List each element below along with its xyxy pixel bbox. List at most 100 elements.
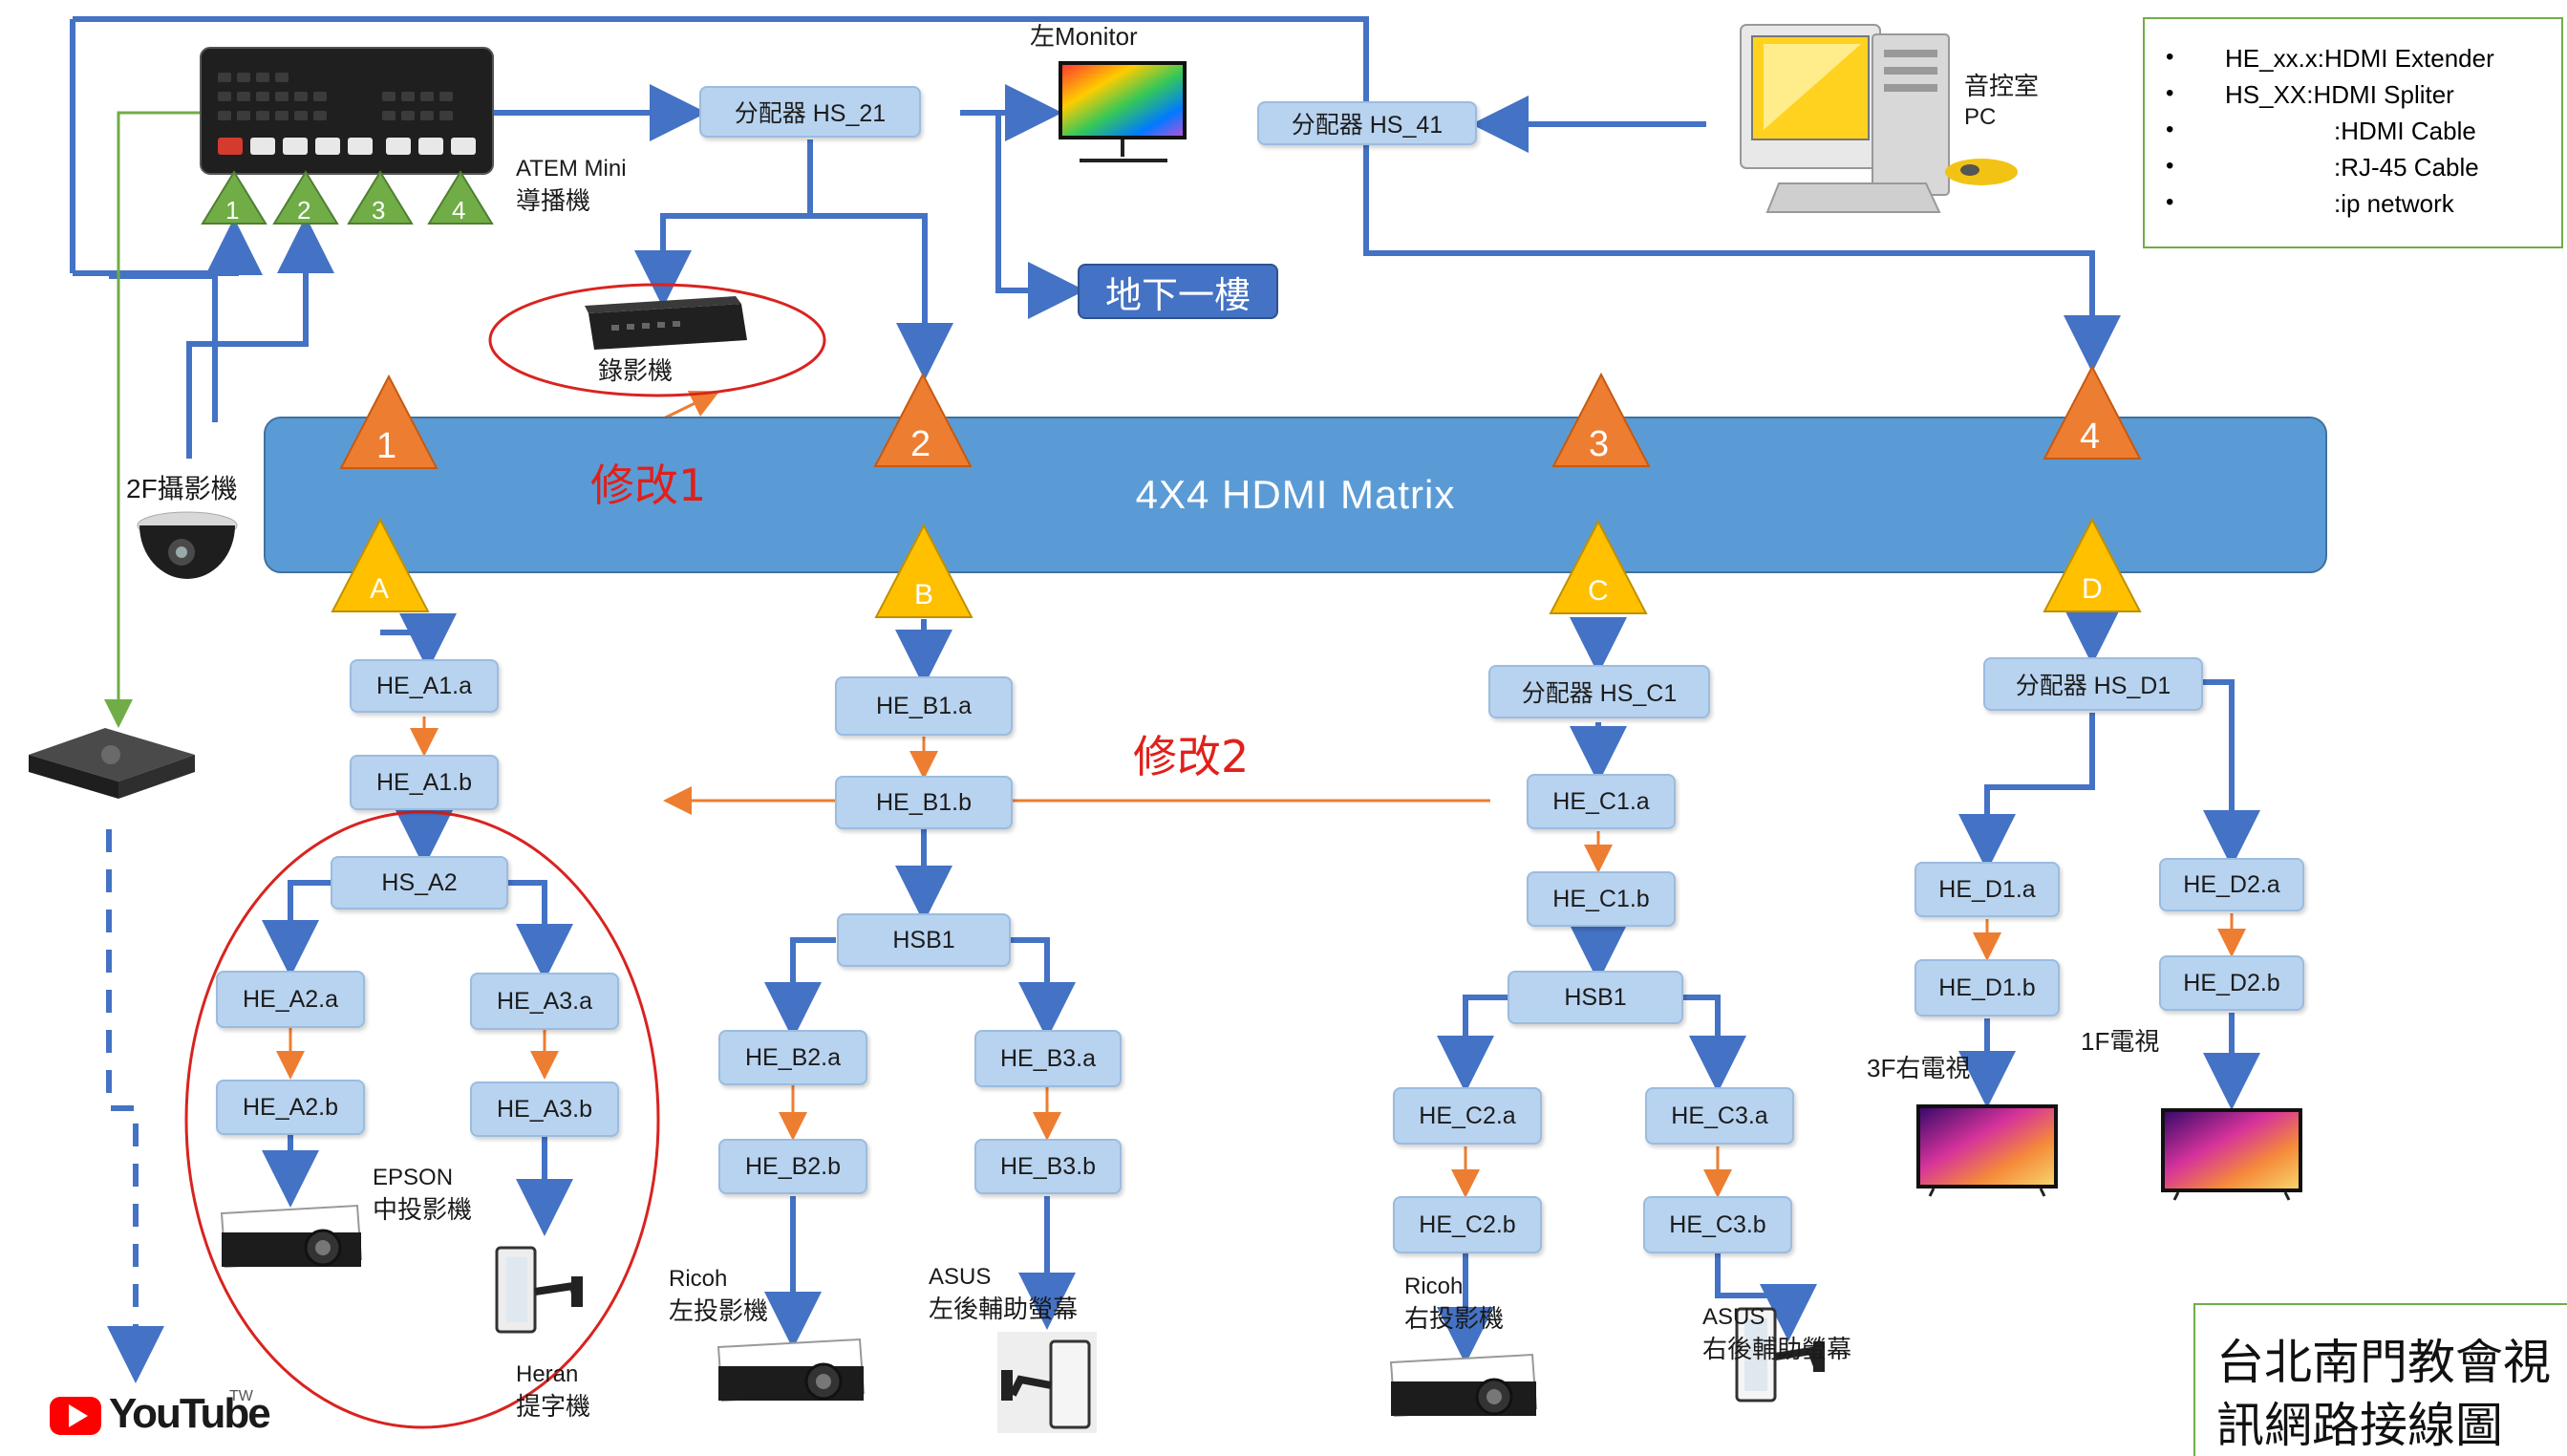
mini-pc-device <box>29 728 195 799</box>
diagram-title: 台北南門教會視 訊網路接線圖 <box>2193 1303 2567 1456</box>
asus-left-monitor-device <box>997 1332 1097 1433</box>
matrix-input-b-label: B <box>914 579 934 610</box>
extender-he-a3b: HE_A3.b <box>470 1081 619 1137</box>
matrix-label: 4X4 HDMI Matrix <box>1135 472 1456 517</box>
atem-input-4-triangle <box>427 170 494 225</box>
green-cable <box>104 111 201 728</box>
youtube-tm-label: TW <box>229 1388 253 1404</box>
tv-1f-label: 1F電視 <box>2081 1027 2160 1056</box>
asus-left-label-2: 左後輔助螢幕 <box>929 1295 1079 1323</box>
legend-row-ip: • :ip network <box>2145 187 2561 222</box>
extender-he-b2a: HE_B2.a <box>718 1030 867 1085</box>
matrix-input-d-triangle <box>2043 517 2142 612</box>
extender-he-c3b: HE_C3.b <box>1643 1196 1792 1253</box>
matrix-output-2-label: 2 <box>910 424 931 464</box>
dome-camera-device <box>137 511 238 579</box>
splitter-hs-a2: HS_A2 <box>331 856 508 910</box>
extender-he-a2b: HE_A2.b <box>216 1080 365 1135</box>
extender-he-c1a: HE_C1.a <box>1527 774 1676 829</box>
asus-right-monitor-device <box>1735 1307 1825 1402</box>
recorder-device <box>585 296 747 350</box>
youtube-logo <box>50 1397 101 1435</box>
legend: • HE_xx.x:HDMI Extender • HS_XX:HDMI Spl… <box>2143 17 2563 248</box>
matrix-input-c-label: C <box>1588 575 1609 607</box>
legend-text-extender: HE_xx.x:HDMI Extender <box>2225 44 2494 73</box>
legend-text-splitter: HS_XX:HDMI Spliter <box>2225 80 2454 109</box>
modification-1-note: 修改1 <box>590 460 707 511</box>
legend-row-splitter: • HS_XX:HDMI Spliter <box>2145 78 2561 113</box>
extender-he-c2b: HE_C2.b <box>1393 1196 1542 1253</box>
atem-input-1-triangle <box>201 170 267 225</box>
matrix-input-a-label: A <box>370 573 390 605</box>
extender-he-a2a: HE_A2.a <box>216 971 365 1028</box>
splitter-hs-c1: 分配器 HS_C1 <box>1488 665 1710 718</box>
extender-he-a1b: HE_A1.b <box>350 755 499 810</box>
left-monitor-device <box>1059 61 1187 162</box>
extender-he-d1b: HE_D1.b <box>1915 959 2060 1017</box>
matrix-output-1-triangle <box>339 374 439 469</box>
matrix-input-d-label: D <box>2082 573 2103 605</box>
ip-network-line <box>106 829 164 1383</box>
extender-he-b3a: HE_B3.a <box>974 1030 1122 1087</box>
ricoh-right-label-1: Ricoh <box>1404 1274 1464 1299</box>
atem-mini-device <box>200 47 494 175</box>
splitter-hs-d1: 分配器 HS_D1 <box>1983 657 2203 711</box>
tv-3f-device <box>1916 1104 2058 1197</box>
matrix-output-4-triangle <box>2043 364 2142 460</box>
extender-he-c1b: HE_C1.b <box>1527 871 1676 927</box>
ricoh-right-projector-device <box>1389 1353 1538 1418</box>
extender-he-b1a: HE_B1.a <box>835 676 1013 736</box>
atem-input-triangles <box>201 170 494 225</box>
ricoh-right-label-2: 右投影機 <box>1404 1304 1505 1333</box>
left-monitor-label: 左Monitor <box>1030 22 1138 51</box>
ricoh-left-projector-device <box>717 1338 866 1402</box>
hdmi-matrix: 4X4 HDMI Matrix <box>264 417 2327 573</box>
heran-monitor-device <box>495 1246 583 1334</box>
splitter-hs21: 分配器 HS_21 <box>699 86 921 138</box>
title-line-1: 台北南門教會視 <box>2216 1335 2551 1390</box>
extender-he-d2a: HE_D2.a <box>2159 858 2304 911</box>
tv-3f-label: 3F右電視 <box>1867 1054 1971 1082</box>
youtube-wordmark: YouTube <box>109 1390 271 1437</box>
asus-left-label-1: ASUS <box>929 1264 992 1290</box>
recorder-highlight <box>488 283 826 397</box>
atem-input-3-label: 3 <box>372 196 386 225</box>
matrix-output-1-label: 1 <box>376 426 397 466</box>
splitter-hsb1-c: HSB1 <box>1508 971 1683 1024</box>
modification-2-note: 修改2 <box>1133 731 1250 782</box>
sound-room-pc-label: PC <box>1964 104 1997 130</box>
extender-he-c3a: HE_C3.a <box>1645 1087 1794 1145</box>
heran-label-1: Heran <box>516 1361 579 1387</box>
atem-name-label: ATEM Mini <box>516 156 627 182</box>
matrix-output-2-triangle <box>873 372 973 467</box>
splitter-hs41: 分配器 HS_41 <box>1257 101 1477 145</box>
extender-he-b1b: HE_B1.b <box>835 776 1013 829</box>
title-line-2: 訊網路接線圖 <box>2216 1398 2503 1453</box>
matrix-input-a-triangle <box>331 517 430 612</box>
recorder-label: 錄影機 <box>598 356 674 385</box>
atem-input-1-label: 1 <box>225 196 240 225</box>
column-a-highlight <box>184 810 660 1429</box>
legend-bullet: • <box>2166 117 2174 142</box>
legend-row-hdmi: • :HDMI Cable <box>2145 115 2561 149</box>
atem-input-3-triangle <box>347 170 414 225</box>
epson-projector-device <box>220 1204 363 1269</box>
matrix-input-c-triangle <box>1549 519 1648 614</box>
asus-right-label-2: 右後輔助螢幕 <box>1702 1335 1852 1363</box>
pc-device <box>1740 24 2018 213</box>
legend-bullet: • <box>2166 44 2174 70</box>
legend-text-hdmi: :HDMI Cable <box>2334 117 2476 145</box>
matrix-output-3-label: 3 <box>1589 424 1610 464</box>
epson-label-1: EPSON <box>373 1165 454 1190</box>
legend-row-rj45: • :RJ-45 Cable <box>2145 151 2561 185</box>
matrix-output-3-triangle <box>1551 372 1651 467</box>
matrix-output-4-label: 4 <box>2080 417 2101 457</box>
hdmi-cables <box>70 16 2260 1364</box>
extender-he-a1a: HE_A1.a <box>350 659 499 713</box>
basement-box: 地下一樓 <box>1078 264 1278 319</box>
asus-right-label-1: ASUS <box>1702 1304 1765 1330</box>
legend-text-ip: :ip network <box>2334 189 2454 218</box>
extender-he-b3b: HE_B3.b <box>974 1139 1122 1194</box>
